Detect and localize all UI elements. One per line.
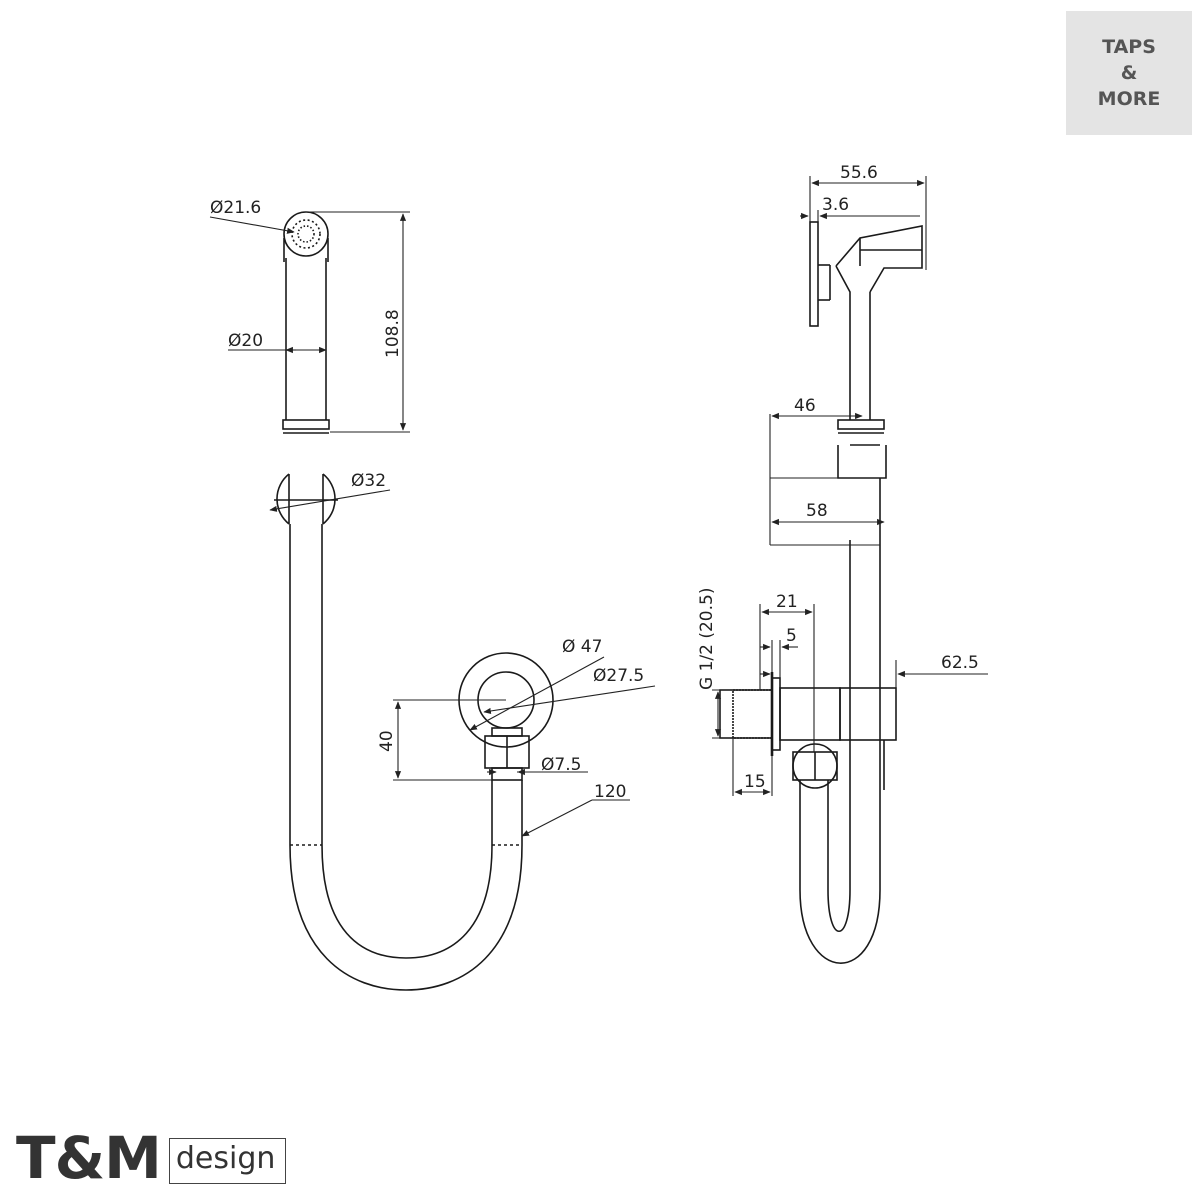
dim-hose-length: 120 [594, 782, 626, 802]
side-wall-plate [809, 221, 819, 327]
dim-valve-projection: 62.5 [941, 653, 979, 673]
dim-outlet-diameter: Ø7.5 [541, 755, 581, 775]
side-hose [799, 540, 881, 964]
badge-line-3: MORE [1097, 88, 1161, 110]
side-holder [837, 444, 887, 540]
brand-main-text: T&M [16, 1124, 162, 1192]
dim-holder-diameter: Ø32 [351, 471, 386, 491]
front-spray-head [283, 211, 329, 262]
dim-head-diameter: Ø21.6 [210, 198, 261, 218]
dim-holder-depth-bottom: 58 [806, 501, 828, 521]
tm-design-logo: T&M design [16, 1124, 287, 1192]
front-handle [282, 258, 330, 434]
dim-holder-depth-top: 46 [794, 396, 816, 416]
badge-line-2: & [1120, 62, 1138, 84]
side-view [719, 221, 923, 964]
dim-thread-spec: G 1/2 (20.5) [697, 588, 717, 690]
dim-valve-height: 40 [377, 730, 397, 752]
dim-side-total-width: 55.6 [840, 163, 878, 183]
dim-thread-length: 15 [744, 772, 766, 792]
dim-valve-flange: 5 [786, 626, 797, 646]
front-valve [458, 652, 554, 781]
dim-valve-outer-diameter: Ø 47 [562, 637, 602, 657]
badge-line-1: TAPS [1102, 36, 1156, 58]
side-dimensions: 55.6 3.6 46 58 G 1/2 (20.5) 21 5 [697, 163, 988, 796]
taps-and-more-badge: TAPS & MORE [1066, 11, 1192, 135]
side-valve [719, 672, 897, 790]
dim-valve-inner-diameter: Ø27.5 [593, 666, 644, 686]
dim-handle-diameter: Ø20 [228, 331, 263, 351]
dim-side-plate-thickness: 3.6 [822, 195, 849, 215]
front-dimensions: Ø21.6 108.8 Ø20 Ø32 Ø 47 Ø27.5 40 Ø7.5 1… [209, 198, 656, 837]
front-hose [289, 524, 523, 991]
front-view [274, 211, 554, 991]
front-hose-holder [274, 473, 338, 525]
dim-valve-depth-21: 21 [776, 592, 798, 612]
dim-handle-length: 108.8 [383, 309, 403, 358]
brand-sub-text: design [168, 1138, 287, 1184]
side-spray-head [835, 225, 923, 434]
